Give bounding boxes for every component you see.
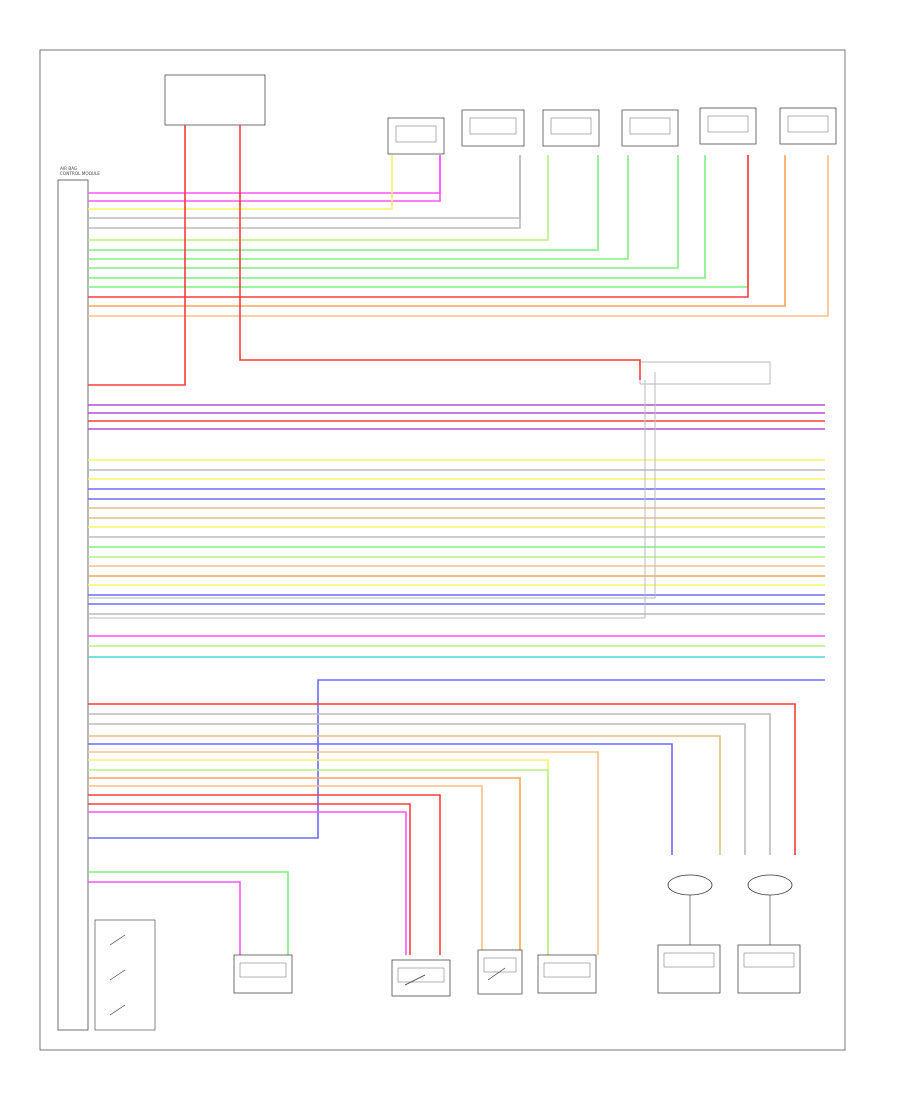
return-wire-2 — [88, 372, 656, 599]
bottom-device-1 — [233, 954, 293, 994]
top-wire-8 — [88, 155, 629, 260]
buckle-switch-contact — [487, 967, 506, 981]
top-wire-5 — [88, 155, 521, 229]
top-wire-12 — [88, 155, 749, 298]
module-label-1: AIR BAG — [60, 166, 77, 171]
top-device-inner-6 — [787, 115, 829, 133]
top-device-1 — [387, 117, 445, 155]
bottom-wire-3 — [88, 723, 746, 855]
bottom-wire-8 — [88, 769, 549, 955]
restraints-control-module — [57, 179, 89, 1031]
switch-contact — [109, 969, 126, 981]
diagram-frame — [39, 49, 846, 1051]
bottom-device-inner-2 — [397, 967, 445, 983]
top-device-inner-3 — [550, 117, 592, 135]
bottom-device-2 — [391, 959, 451, 997]
return-wire-1 — [88, 380, 646, 619]
bottom-wire-5 — [88, 743, 673, 855]
top-device-inner-4 — [629, 117, 671, 135]
fuse-junction-box — [164, 74, 266, 126]
bottom-wire-12 — [88, 803, 411, 955]
top-device-inner-2 — [469, 117, 517, 135]
retractor-coil-1 — [667, 874, 713, 896]
top-wire-1 — [88, 155, 441, 194]
sensor-wire-2 — [88, 881, 241, 958]
bottom-device-inner-6 — [743, 952, 795, 968]
bottom-device-inner-3 — [483, 957, 517, 973]
right-connector — [639, 361, 771, 385]
top-devices — [387, 107, 837, 385]
bottom-device-4 — [537, 954, 597, 994]
top-wire-3 — [88, 155, 393, 210]
top-device-3 — [542, 109, 600, 147]
top-wire-6 — [88, 155, 549, 241]
bottom-wire-1 — [88, 703, 796, 855]
blue-crossover-wire — [88, 679, 825, 839]
top-device-5 — [699, 107, 757, 145]
top-wire-14 — [88, 155, 829, 317]
bottom-wire-13 — [88, 811, 407, 955]
bottom-device-inner-1 — [239, 962, 287, 978]
sensor-wire-1 — [88, 871, 289, 958]
bottom-wire-9 — [88, 777, 521, 955]
bottom-device-5 — [657, 944, 721, 994]
top-wire-7 — [88, 155, 599, 251]
top-device-inner-5 — [707, 115, 749, 133]
bottom-device-inner-5 — [663, 952, 715, 968]
power-wire-1 — [88, 125, 186, 386]
bottom-wire-10 — [88, 785, 483, 955]
top-wire-9 — [88, 155, 679, 269]
switch-contact — [109, 934, 126, 946]
bottom-wire-4 — [88, 735, 721, 855]
switch-contact — [109, 1004, 126, 1016]
bottom-devices — [233, 874, 801, 997]
bottom-wire-2 — [88, 713, 771, 855]
top-wire-10 — [88, 155, 706, 279]
power-wire-2 — [239, 125, 641, 380]
retractor-coil-2 — [747, 874, 793, 896]
top-device-6 — [779, 107, 837, 145]
top-device-2 — [461, 109, 525, 147]
bottom-wire-11 — [88, 794, 441, 955]
bottom-device-6 — [737, 944, 801, 994]
buckle-switch-contact-2 — [404, 974, 426, 986]
top-device-4 — [621, 109, 679, 147]
module-label-2: CONTROL MODULE — [60, 171, 100, 176]
top-wire-13 — [88, 155, 786, 307]
bottom-wire-6 — [88, 751, 599, 955]
wire-group — [88, 125, 829, 958]
top-device-inner-1 — [395, 125, 437, 143]
top-wire-2 — [88, 155, 441, 202]
bottom-device-inner-4 — [543, 962, 591, 978]
switch-group — [94, 919, 156, 1031]
